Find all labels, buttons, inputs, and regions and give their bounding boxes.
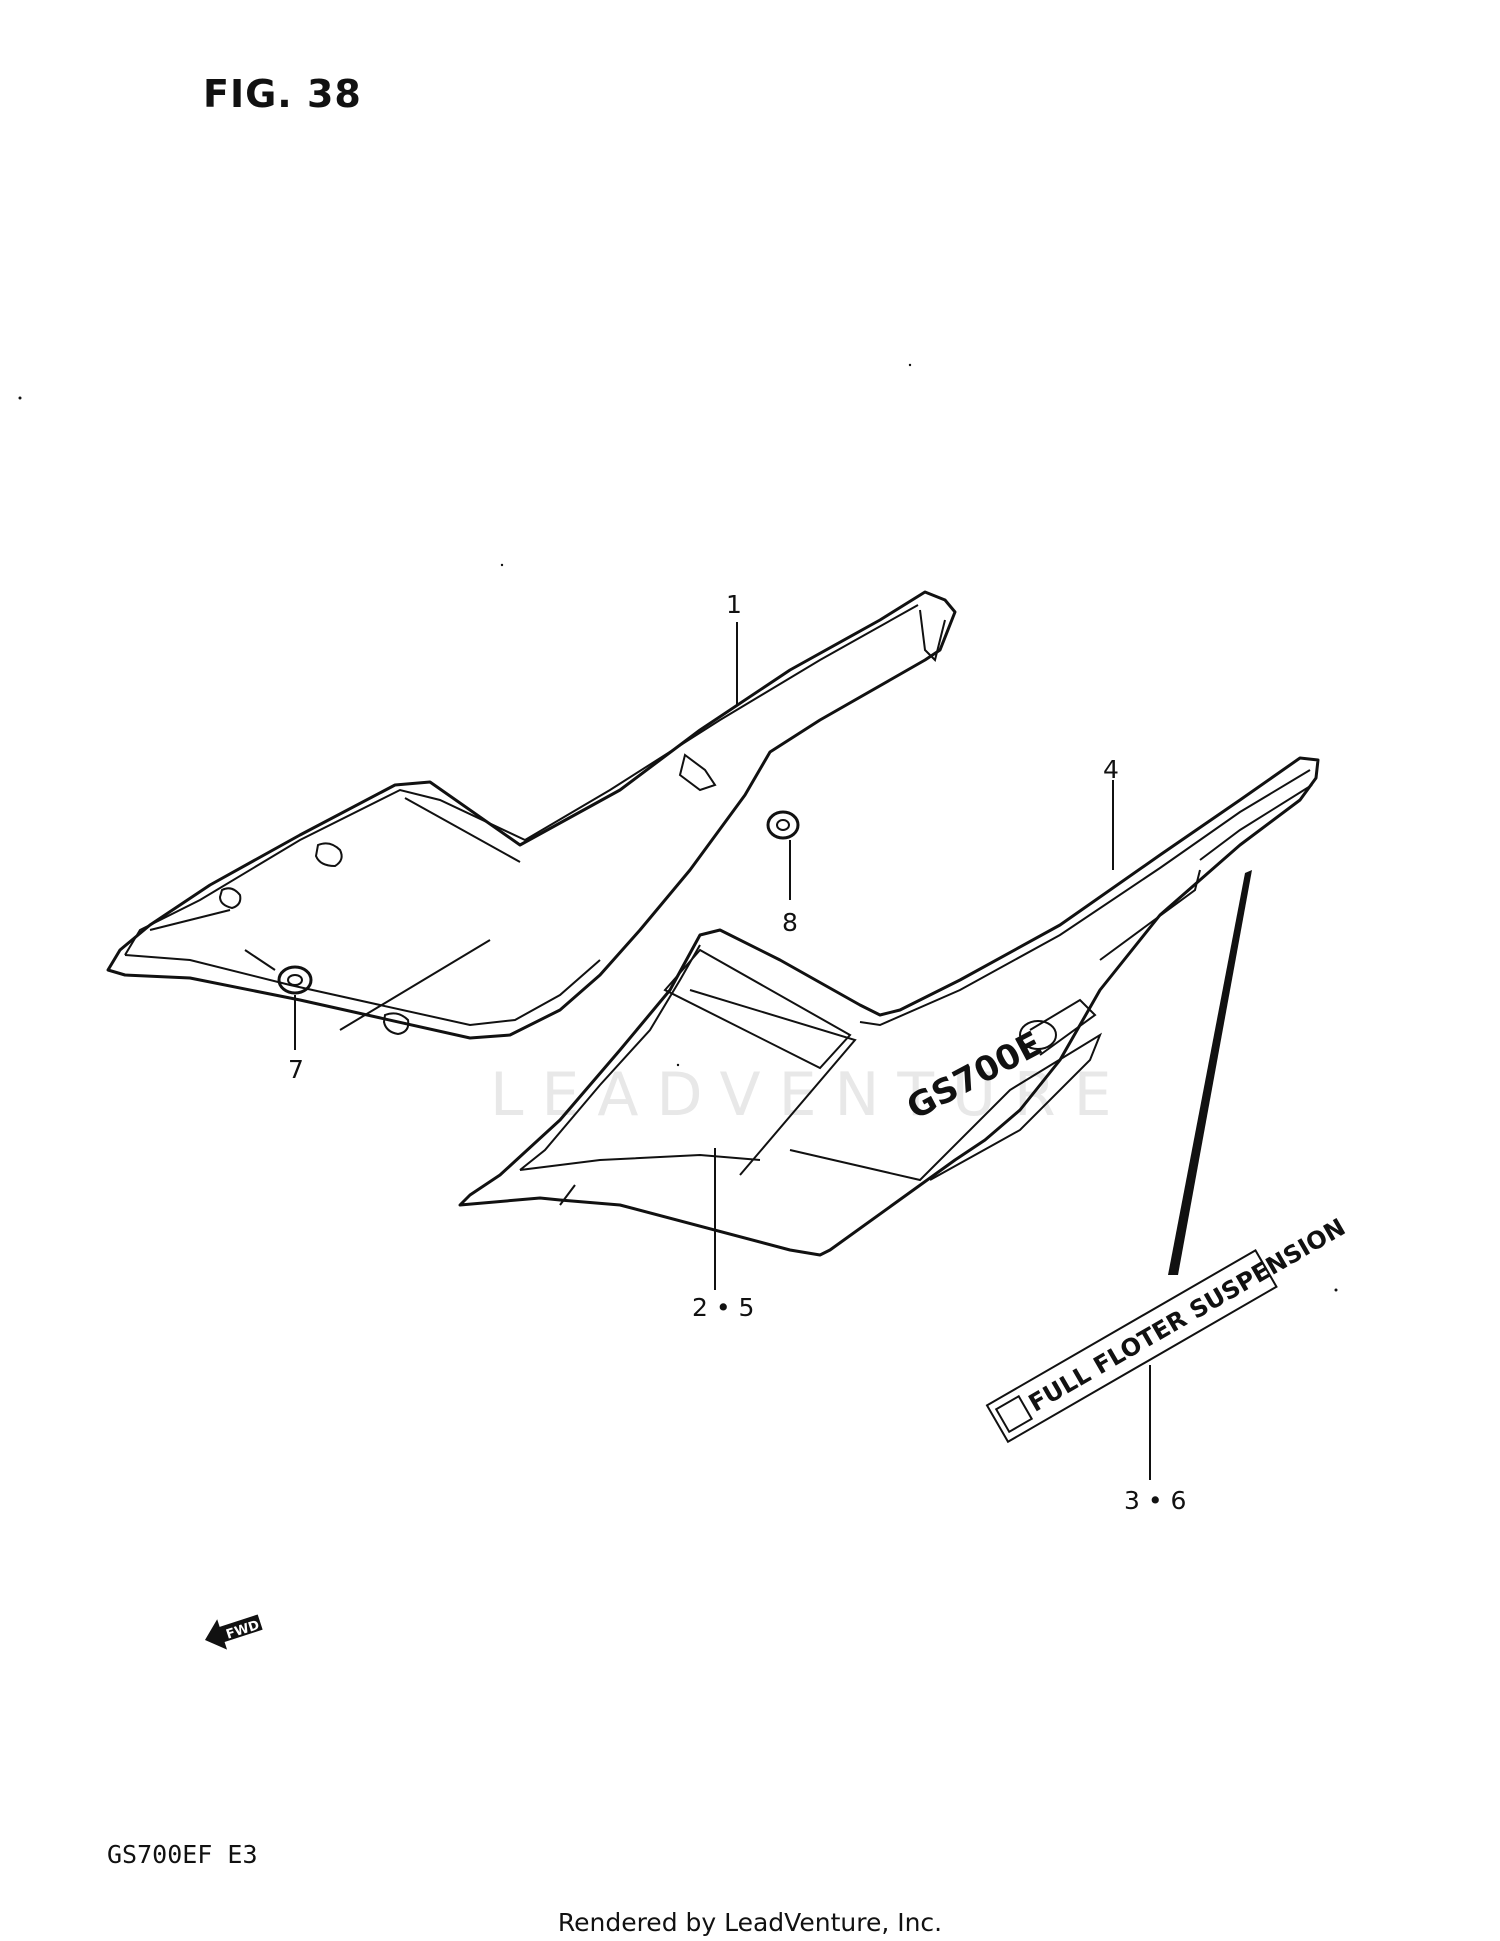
decal-full-floter: FULL FLOTER SUSPENSION: [985, 1213, 1350, 1444]
grommet-part-7: [244, 949, 313, 1050]
side-cover-emblem: GS700E: [900, 1024, 1048, 1128]
fwd-arrow-icon: FWD: [205, 1614, 263, 1650]
callout-part-8: 8: [782, 908, 798, 937]
fwd-label: FWD: [224, 1618, 261, 1643]
callout-part-7: 7: [288, 1055, 304, 1084]
grommet-part-8: [766, 810, 800, 900]
watermark: LEADVENTURE: [490, 1060, 1130, 1130]
figure-title: FIG. 38: [203, 72, 362, 116]
frame-cover-part-1: [106, 590, 957, 1040]
model-code: GS700EF E3: [107, 1840, 258, 1869]
callout-part-3-6: 3 • 6: [1124, 1486, 1187, 1515]
callout-part-2-5: 2 • 5: [692, 1293, 755, 1322]
footer-credit: Rendered by LeadVenture, Inc.: [557, 1908, 943, 1937]
decal-full-floter-text: FULL FLOTER SUSPENSION: [1024, 1213, 1350, 1417]
callout-part-1: 1: [726, 590, 742, 619]
stripe-tape: [1168, 870, 1252, 1275]
callout-part-4: 4: [1103, 755, 1119, 784]
